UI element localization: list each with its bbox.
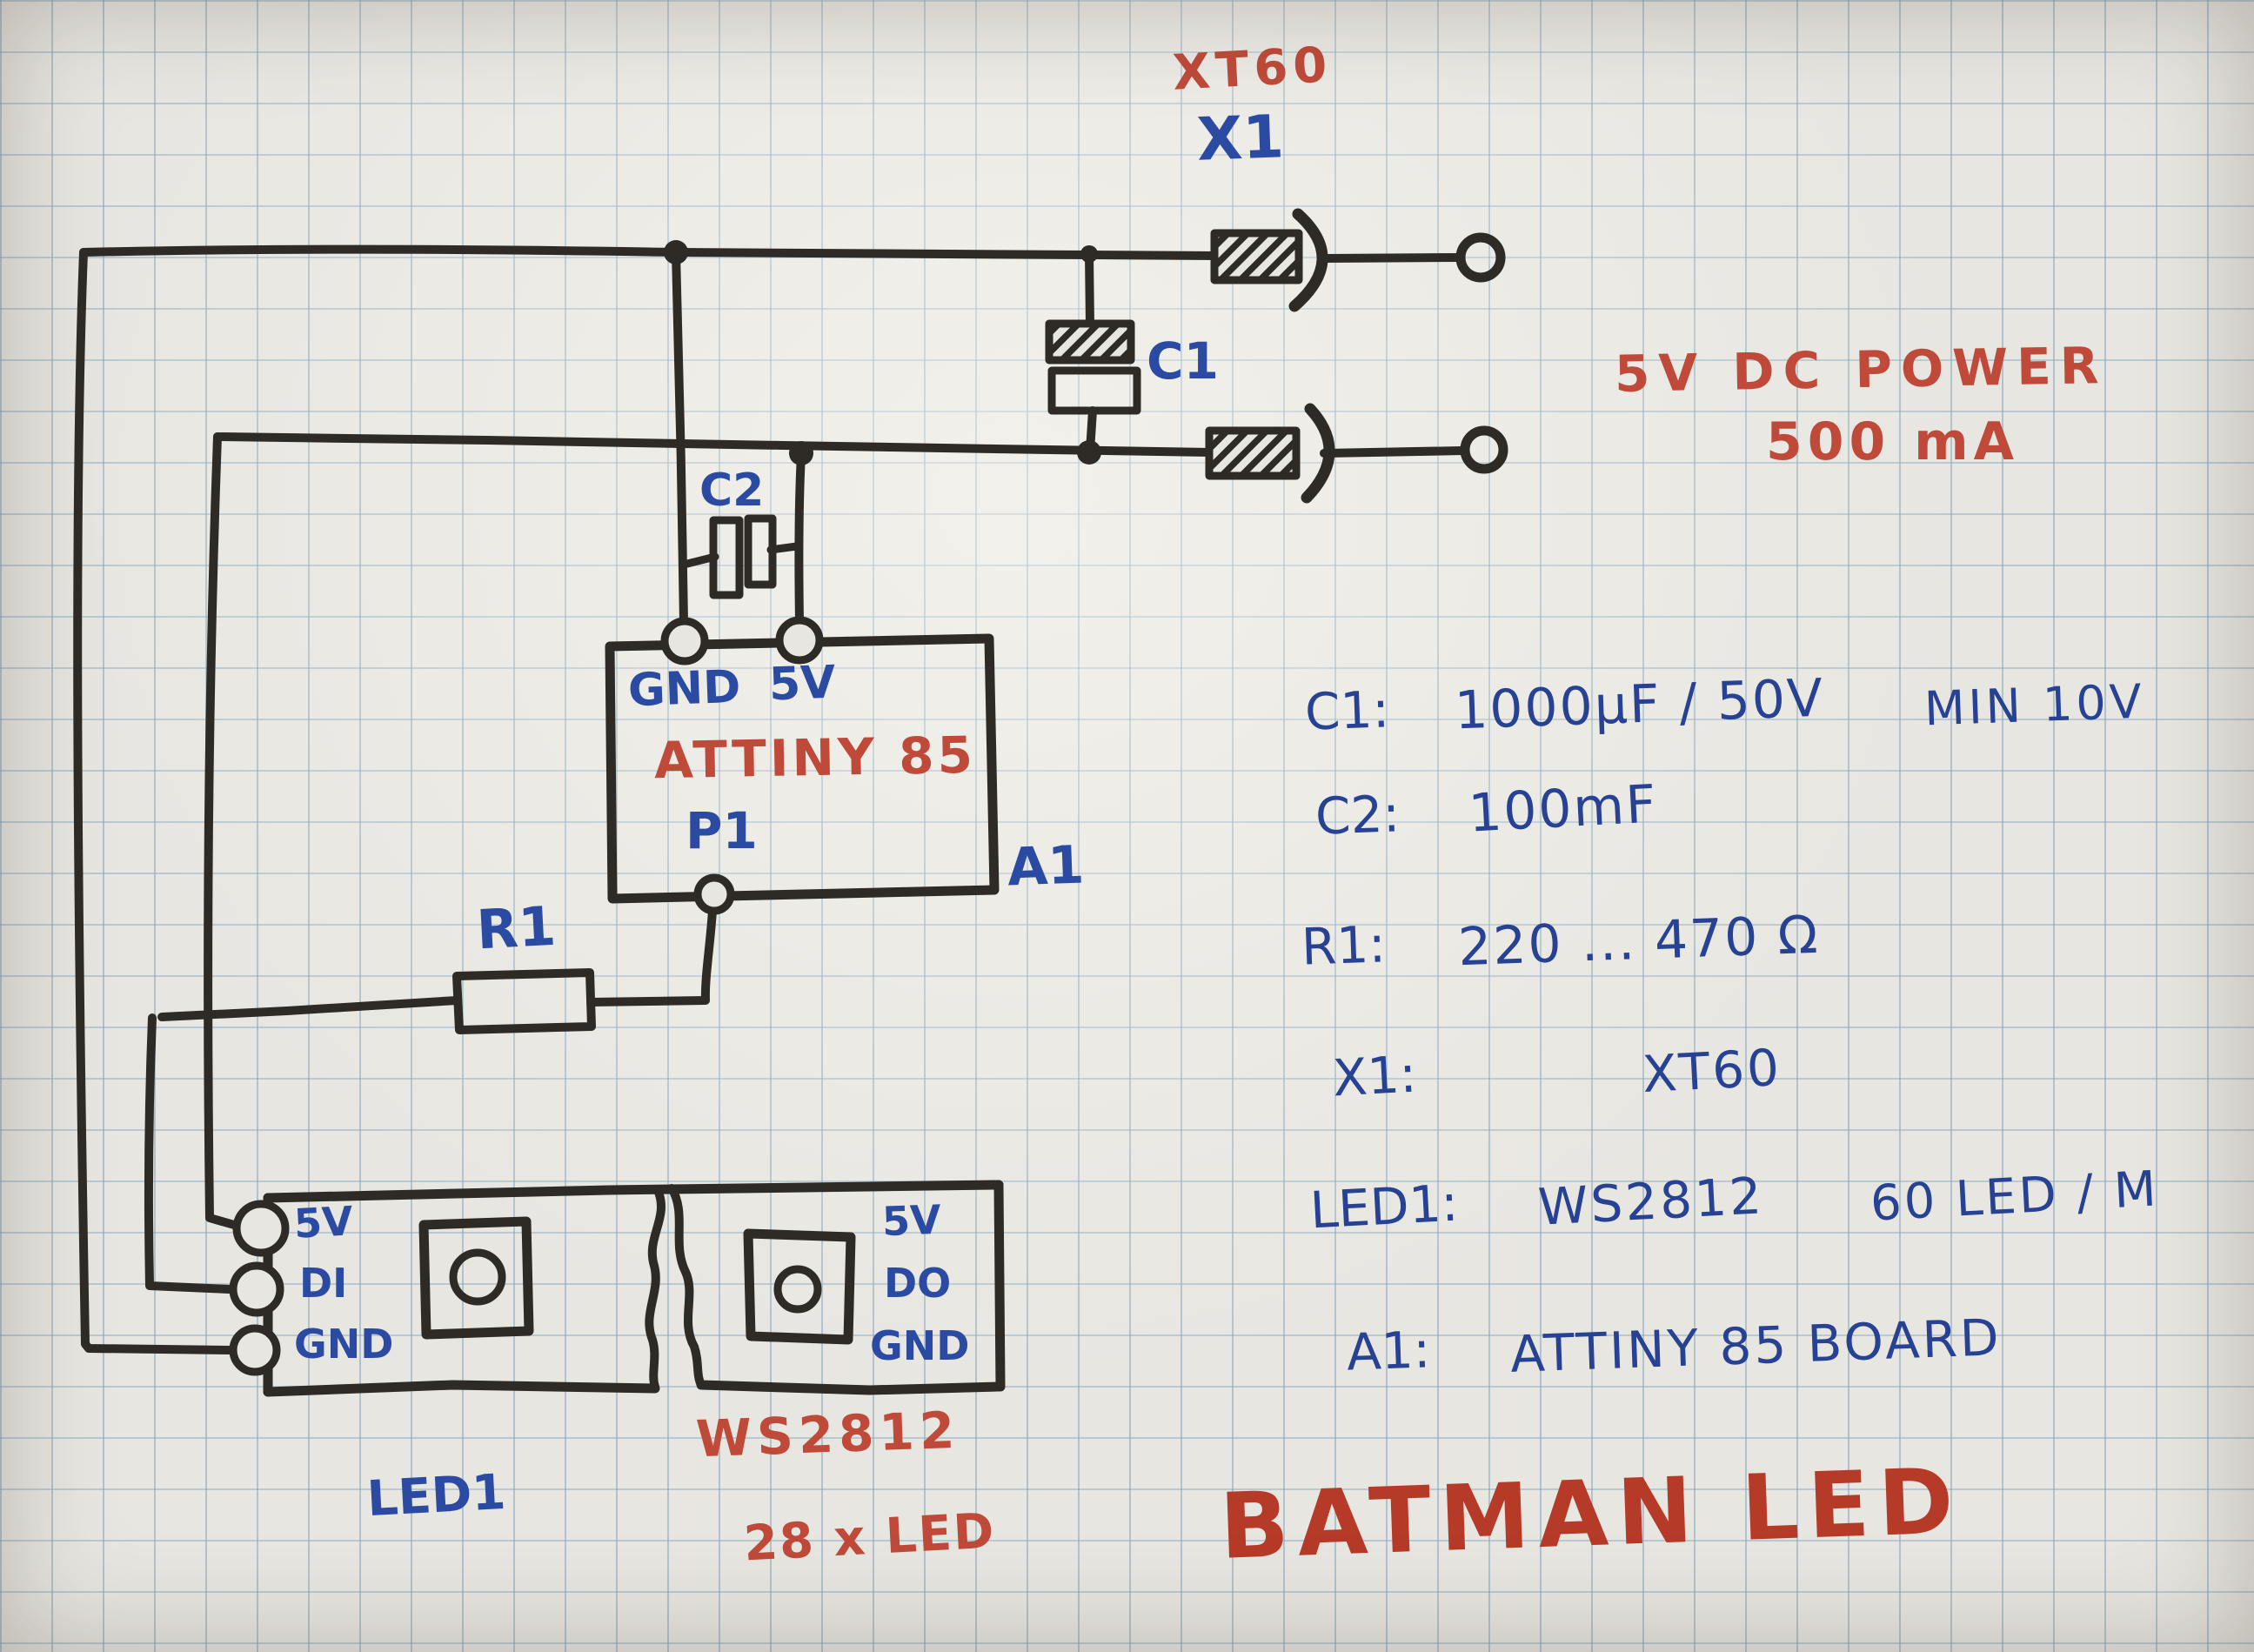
bom-x1-ref: X1: bbox=[1331, 1044, 1418, 1108]
xt60-type-label: XT60 bbox=[1171, 37, 1334, 102]
attiny-gnd-terminal bbox=[660, 617, 709, 665]
led2-count-label: 28 x LED bbox=[742, 1502, 997, 1573]
c1-label: C1 bbox=[1147, 331, 1219, 391]
xt60-pin1-contact bbox=[1210, 229, 1303, 284]
bom-led1-value: WS2812 bbox=[1536, 1166, 1766, 1237]
led2-pin-5v-label: 5V bbox=[881, 1195, 942, 1246]
junction-c1-top bbox=[1080, 245, 1098, 263]
wire-p1-to-r1 bbox=[586, 906, 717, 1007]
schematic-title: BATMAN LED bbox=[1218, 1448, 1964, 1580]
led-strip2-torn-edge bbox=[667, 1184, 706, 1389]
capacitor-c1-plate-bottom bbox=[1047, 366, 1141, 415]
junction-c1-bottom bbox=[1077, 440, 1101, 465]
led2-pin-do-label: DO bbox=[884, 1260, 952, 1307]
led-strip2-right-edge bbox=[993, 1180, 1006, 1392]
led2-die bbox=[773, 1265, 822, 1314]
bom-x1-value: XT60 bbox=[1641, 1037, 1783, 1105]
wire-r1-left bbox=[157, 996, 461, 1021]
bom-led1-note: 60 LED / M bbox=[1869, 1160, 2160, 1233]
bom-c1-ref: C1: bbox=[1303, 679, 1391, 742]
xt60-pin1-lead bbox=[1320, 253, 1464, 263]
bom-c2-ref: C2: bbox=[1314, 784, 1401, 846]
xt60-pin2-contact bbox=[1205, 426, 1301, 480]
junction-gnd-attiny bbox=[664, 240, 688, 264]
led2-package bbox=[743, 1228, 856, 1345]
capacitor-c1-plate-top bbox=[1045, 319, 1135, 365]
led1-di-terminal bbox=[229, 1261, 284, 1317]
bom-a1-ref: A1: bbox=[1345, 1320, 1432, 1382]
attiny-board-outline bbox=[605, 633, 1000, 904]
power-note-line1: 5V DC POWER bbox=[1614, 336, 2108, 404]
led1-pin-gnd-label: GND bbox=[294, 1321, 394, 1368]
wire-5v-to-attiny bbox=[794, 450, 806, 625]
attiny-pin-gnd-label: GND bbox=[626, 660, 742, 718]
power-note-line2: 500 mA bbox=[1766, 411, 2020, 472]
attiny-5v-terminal bbox=[775, 616, 824, 665]
capacitor-c1-stub-top bbox=[1085, 250, 1094, 330]
led1-gnd-terminal bbox=[229, 1324, 281, 1376]
bom-led1-ref: LED1: bbox=[1308, 1173, 1460, 1241]
attiny-p1-terminal bbox=[693, 873, 735, 915]
x1-ref-label: X1 bbox=[1195, 103, 1286, 175]
bom-r1-value: 220 ... 470 Ω bbox=[1456, 904, 1821, 979]
led-strips-top-edge bbox=[263, 1180, 1004, 1203]
attiny-pin-5v-label: 5V bbox=[767, 656, 837, 712]
wire-gnd-left-drop bbox=[73, 248, 237, 1354]
resistor-r1-body bbox=[452, 968, 596, 1034]
wire-gnd-rail bbox=[79, 244, 1221, 260]
xt60-pin2-lead bbox=[1320, 446, 1468, 458]
wire-r1-to-di bbox=[144, 1013, 234, 1294]
led-strip2-bottom-edge bbox=[696, 1380, 1004, 1395]
wire-gnd-to-attiny bbox=[672, 249, 688, 626]
bom-c1-note: MIN 10V bbox=[1923, 673, 2146, 737]
capacitor-c2-plate-left bbox=[709, 516, 744, 599]
led-strip1-torn-edge bbox=[645, 1186, 665, 1391]
led1-pin-di-label: DI bbox=[299, 1260, 348, 1307]
c2-label: C2 bbox=[699, 465, 765, 517]
led1-name-label: LED1 bbox=[365, 1463, 507, 1528]
led1-5v-terminal bbox=[232, 1200, 290, 1257]
junction-5v-attiny bbox=[789, 441, 813, 465]
r1-label: R1 bbox=[475, 893, 558, 962]
bom-c2-value: 100mF bbox=[1467, 773, 1660, 845]
capacitor-c2-plate-right bbox=[744, 514, 777, 589]
xt60-pin2-terminal bbox=[1460, 425, 1508, 474]
attiny-pin-p1-label: P1 bbox=[686, 801, 758, 860]
bom-r1-ref: R1: bbox=[1300, 914, 1387, 977]
xt60-pin1-terminal bbox=[1455, 232, 1506, 283]
wire-5v-rail bbox=[213, 432, 1215, 457]
led1-package bbox=[418, 1216, 534, 1340]
led2-pin-gnd-label: GND bbox=[870, 1322, 970, 1369]
bom-c1-value: 1000μF / 50V bbox=[1453, 667, 1826, 742]
led1-pin-5v-label: 5V bbox=[292, 1197, 354, 1247]
led-strip1-bottom-edge bbox=[263, 1380, 660, 1397]
led2-type-label: WS2812 bbox=[694, 1400, 961, 1469]
wire-5v-left-drop bbox=[204, 432, 244, 1231]
led1-die bbox=[449, 1248, 506, 1306]
attiny-ref-label: A1 bbox=[1006, 834, 1086, 899]
attiny-name-label: ATTINY 85 bbox=[653, 725, 977, 791]
